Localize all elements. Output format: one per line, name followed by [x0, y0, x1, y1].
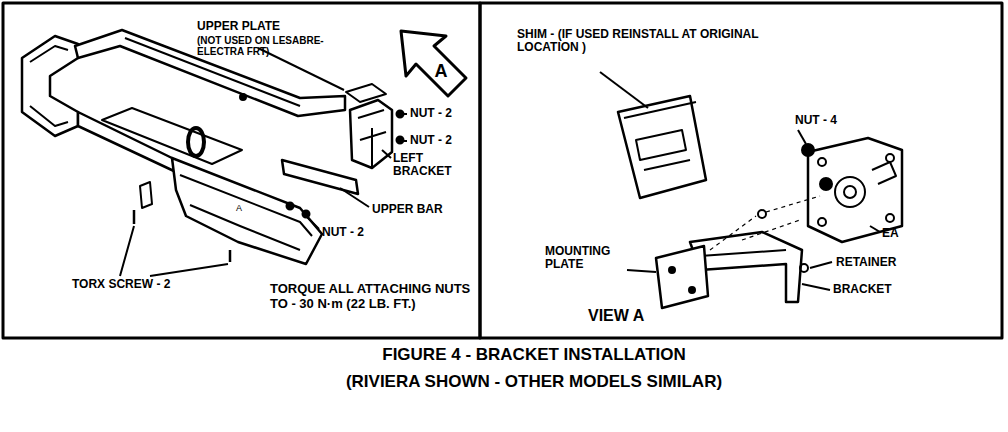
- nut: [397, 137, 404, 144]
- part-label: (NOT USED ON LESABRE-ELECTRA FRT): [197, 35, 339, 57]
- nut: [397, 111, 404, 118]
- leader-line: [258, 48, 344, 90]
- part-label: UPPER PLATE: [197, 20, 280, 33]
- frame-dot: [240, 94, 246, 100]
- leader-line: [404, 140, 407, 142]
- leader-line: [810, 262, 832, 268]
- figure-title: FIGURE 4 - BRACKET INSTALLATION: [0, 345, 1008, 365]
- frame-bracket: [140, 182, 152, 208]
- figure-caption: (RIVIERA SHOWN - OTHER MODELS SIMILAR): [0, 372, 1008, 392]
- ea-stud: [872, 162, 896, 184]
- bolt-hole: [818, 218, 826, 226]
- torx-screw: [134, 210, 230, 262]
- energy-absorber-plate: [808, 138, 902, 242]
- leader-line: [627, 270, 656, 272]
- left-bracket: [350, 100, 392, 168]
- leader-line: [798, 130, 806, 144]
- leader-line: [307, 217, 319, 229]
- ea-boss: [835, 177, 865, 207]
- leader-line: [340, 188, 369, 207]
- arrow-outline: [398, 28, 470, 100]
- part-label: LEFT BRACKET: [393, 152, 465, 179]
- panel-frame: [480, 3, 1002, 338]
- leader-line: [600, 72, 648, 108]
- view-letter: A: [435, 62, 448, 80]
- part-label: NUT - 2: [410, 134, 452, 147]
- upper-bar: [282, 160, 358, 194]
- bolt-hole: [886, 154, 894, 162]
- retainer: [800, 264, 808, 272]
- leader-line: [382, 150, 391, 158]
- assembly-line: [710, 196, 820, 250]
- part-label: NUT - 4: [795, 114, 837, 127]
- bracket-detail: [700, 250, 786, 256]
- leader-line: [403, 113, 407, 115]
- nut: [820, 178, 832, 190]
- leader-line: [802, 284, 830, 290]
- frame-rail: [75, 30, 345, 116]
- panel-frame: [3, 3, 480, 338]
- part-label: BRACKET: [833, 283, 892, 296]
- upper-plate: [346, 84, 386, 102]
- part-label: NUT - 2: [410, 107, 452, 120]
- arrow-shape: [401, 31, 466, 96]
- frame-link: [188, 128, 204, 156]
- part-label: TORQUE ALL ATTACHING NUTS TO - 30 N·m (2…: [270, 282, 480, 311]
- leader-line: [870, 226, 880, 232]
- nut: [802, 144, 814, 156]
- bolt: [689, 287, 695, 293]
- ea-boss: [844, 186, 856, 198]
- part-label: MOUNTING PLATE: [545, 245, 627, 272]
- frame-rear: [22, 36, 78, 136]
- shim: [618, 96, 706, 198]
- frame-front-detail: [180, 175, 312, 250]
- nut: [287, 203, 294, 210]
- part-label: VIEW A: [588, 307, 644, 325]
- part-label: UPPER BAR: [372, 203, 443, 216]
- part-label: TORX SCREW - 2: [72, 278, 170, 291]
- mounting-plate: [656, 246, 708, 308]
- frame-rear-detail: [30, 46, 68, 126]
- left-bracket-detail: [358, 110, 386, 168]
- part-label: SHIM - (IF USED REINSTALL AT ORIGINAL LO…: [517, 28, 787, 55]
- part-label: A: [236, 203, 242, 213]
- retainer: [758, 210, 766, 218]
- bolt: [669, 267, 675, 273]
- frame-crossmember: [102, 108, 242, 164]
- bolt-hole: [886, 214, 894, 222]
- part-label: RETAINER: [836, 256, 896, 269]
- view-arrow: A: [398, 28, 470, 100]
- part-label: EA: [882, 227, 899, 240]
- shim-slot: [624, 102, 696, 170]
- part-label: NUT - 2: [322, 226, 364, 239]
- bolt-hole: [818, 158, 826, 166]
- leader-line: [120, 226, 228, 276]
- nut: [303, 211, 310, 218]
